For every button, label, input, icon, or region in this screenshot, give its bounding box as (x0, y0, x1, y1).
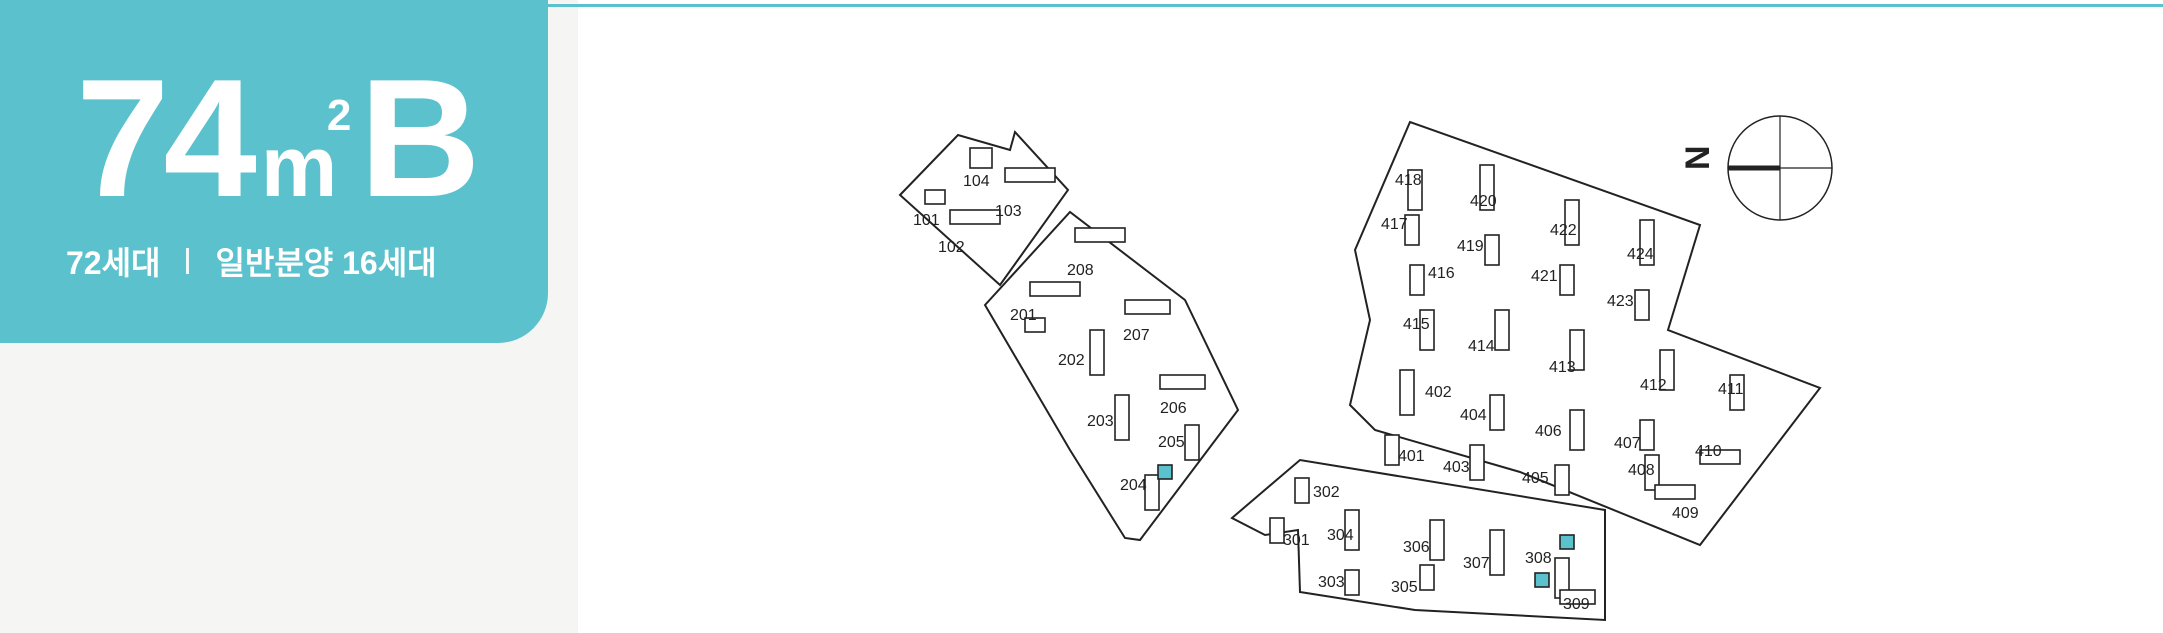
compass: N (1679, 115, 1833, 221)
label-205: 205 (1158, 434, 1185, 451)
label-422: 422 (1550, 222, 1577, 239)
label-206: 206 (1160, 400, 1187, 417)
label-306: 306 (1403, 539, 1430, 556)
units-info: 72세대 일반분양 16세대 (66, 238, 437, 284)
label-202: 202 (1058, 352, 1085, 369)
label-405: 405 (1522, 470, 1549, 487)
separator (186, 248, 190, 274)
label-303: 303 (1318, 574, 1345, 591)
label-411: 411 (1718, 381, 1744, 398)
label-204: 204 (1120, 477, 1147, 494)
label-418: 418 (1395, 172, 1422, 189)
label-304: 304 (1327, 527, 1354, 544)
label-406: 406 (1535, 423, 1562, 440)
compass-label: N (1679, 145, 1717, 170)
label-414: 414 (1468, 338, 1495, 355)
label-101: 101 (913, 212, 940, 229)
label-419: 419 (1457, 238, 1484, 255)
label-307: 307 (1463, 555, 1490, 572)
label-201: 201 (1010, 307, 1037, 324)
label-409: 409 (1672, 505, 1699, 522)
label-410: 410 (1695, 443, 1722, 460)
top-divider (548, 4, 2163, 7)
label-104: 104 (963, 173, 990, 190)
area-number: 74 (76, 44, 257, 232)
label-408: 408 (1628, 462, 1655, 479)
highlight-unit-308b (1559, 534, 1575, 550)
label-208: 208 (1067, 262, 1094, 279)
total-units: 72세대 (66, 245, 161, 281)
label-423: 423 (1607, 293, 1634, 310)
label-420: 420 (1470, 193, 1497, 210)
label-207: 207 (1123, 327, 1150, 344)
zone-400-outline (1348, 120, 1822, 547)
label-401: 401 (1398, 448, 1425, 465)
label-412: 412 (1640, 377, 1667, 394)
label-308: 308 (1525, 550, 1552, 567)
label-424: 424 (1627, 246, 1654, 263)
label-404: 404 (1460, 407, 1487, 424)
zone-100-outline (898, 129, 1070, 287)
label-415: 415 (1403, 316, 1430, 333)
label-416: 416 (1428, 265, 1455, 282)
label-309: 309 (1563, 596, 1590, 613)
label-301: 301 (1283, 532, 1310, 549)
label-413: 413 (1549, 359, 1576, 376)
label-305: 305 (1391, 579, 1418, 596)
label-102: 102 (938, 239, 965, 256)
label-103: 103 (995, 203, 1022, 220)
zone-200-outline (983, 210, 1240, 542)
label-407: 407 (1614, 435, 1641, 452)
label-302: 302 (1313, 484, 1340, 501)
label-403: 403 (1443, 459, 1470, 476)
general-sale-units: 일반분양 16세대 (215, 245, 437, 281)
label-417: 417 (1381, 216, 1408, 233)
label-402: 402 (1425, 384, 1452, 401)
highlight-unit-308a (1534, 572, 1550, 588)
area-type: B (359, 44, 481, 232)
area-unit-text: m (260, 119, 338, 215)
site-map: N 104 103 101 102 208 201 207 202 206 20… (898, 115, 1833, 622)
highlight-unit-204 (1157, 464, 1173, 480)
building-labels: 104 103 101 102 208 201 207 202 206 203 … (913, 172, 1744, 613)
label-421: 421 (1531, 268, 1558, 285)
label-203: 203 (1087, 413, 1114, 430)
area-unit-sup: 2 (326, 91, 352, 140)
